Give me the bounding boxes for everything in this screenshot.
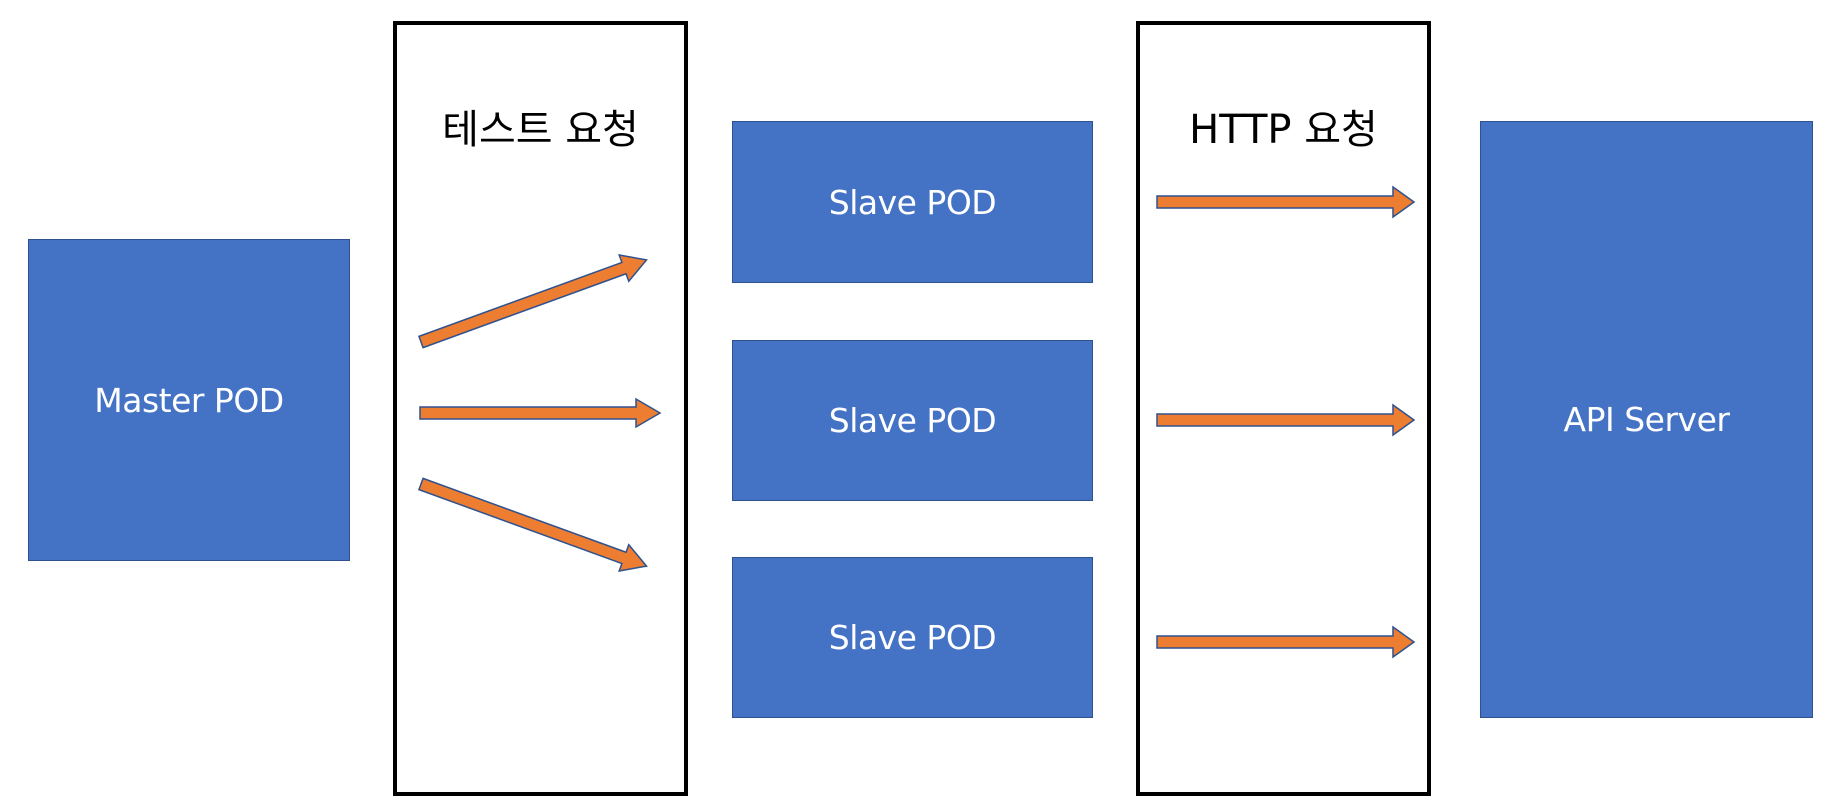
api-server-label: API Server xyxy=(1563,400,1730,439)
slave-pod-box-3: Slave POD xyxy=(732,557,1093,718)
http-request-label: HTTP 요청 xyxy=(1189,107,1378,153)
master-pod-label: Master POD xyxy=(94,380,284,420)
test-request-label: 테스트 요청 xyxy=(442,107,639,153)
http-request-panel: HTTP 요청 xyxy=(1136,21,1431,796)
slave-pod-box-1: Slave POD xyxy=(732,121,1093,283)
api-server-box: API Server xyxy=(1480,121,1813,718)
test-request-panel: 테스트 요청 xyxy=(393,21,688,796)
master-pod-box: Master POD xyxy=(28,239,350,561)
slave-pod-label-1: Slave POD xyxy=(828,182,997,222)
slave-pod-box-2: Slave POD xyxy=(732,340,1093,501)
slave-pod-label-2: Slave POD xyxy=(828,401,997,440)
slave-pod-label-3: Slave POD xyxy=(828,618,997,657)
